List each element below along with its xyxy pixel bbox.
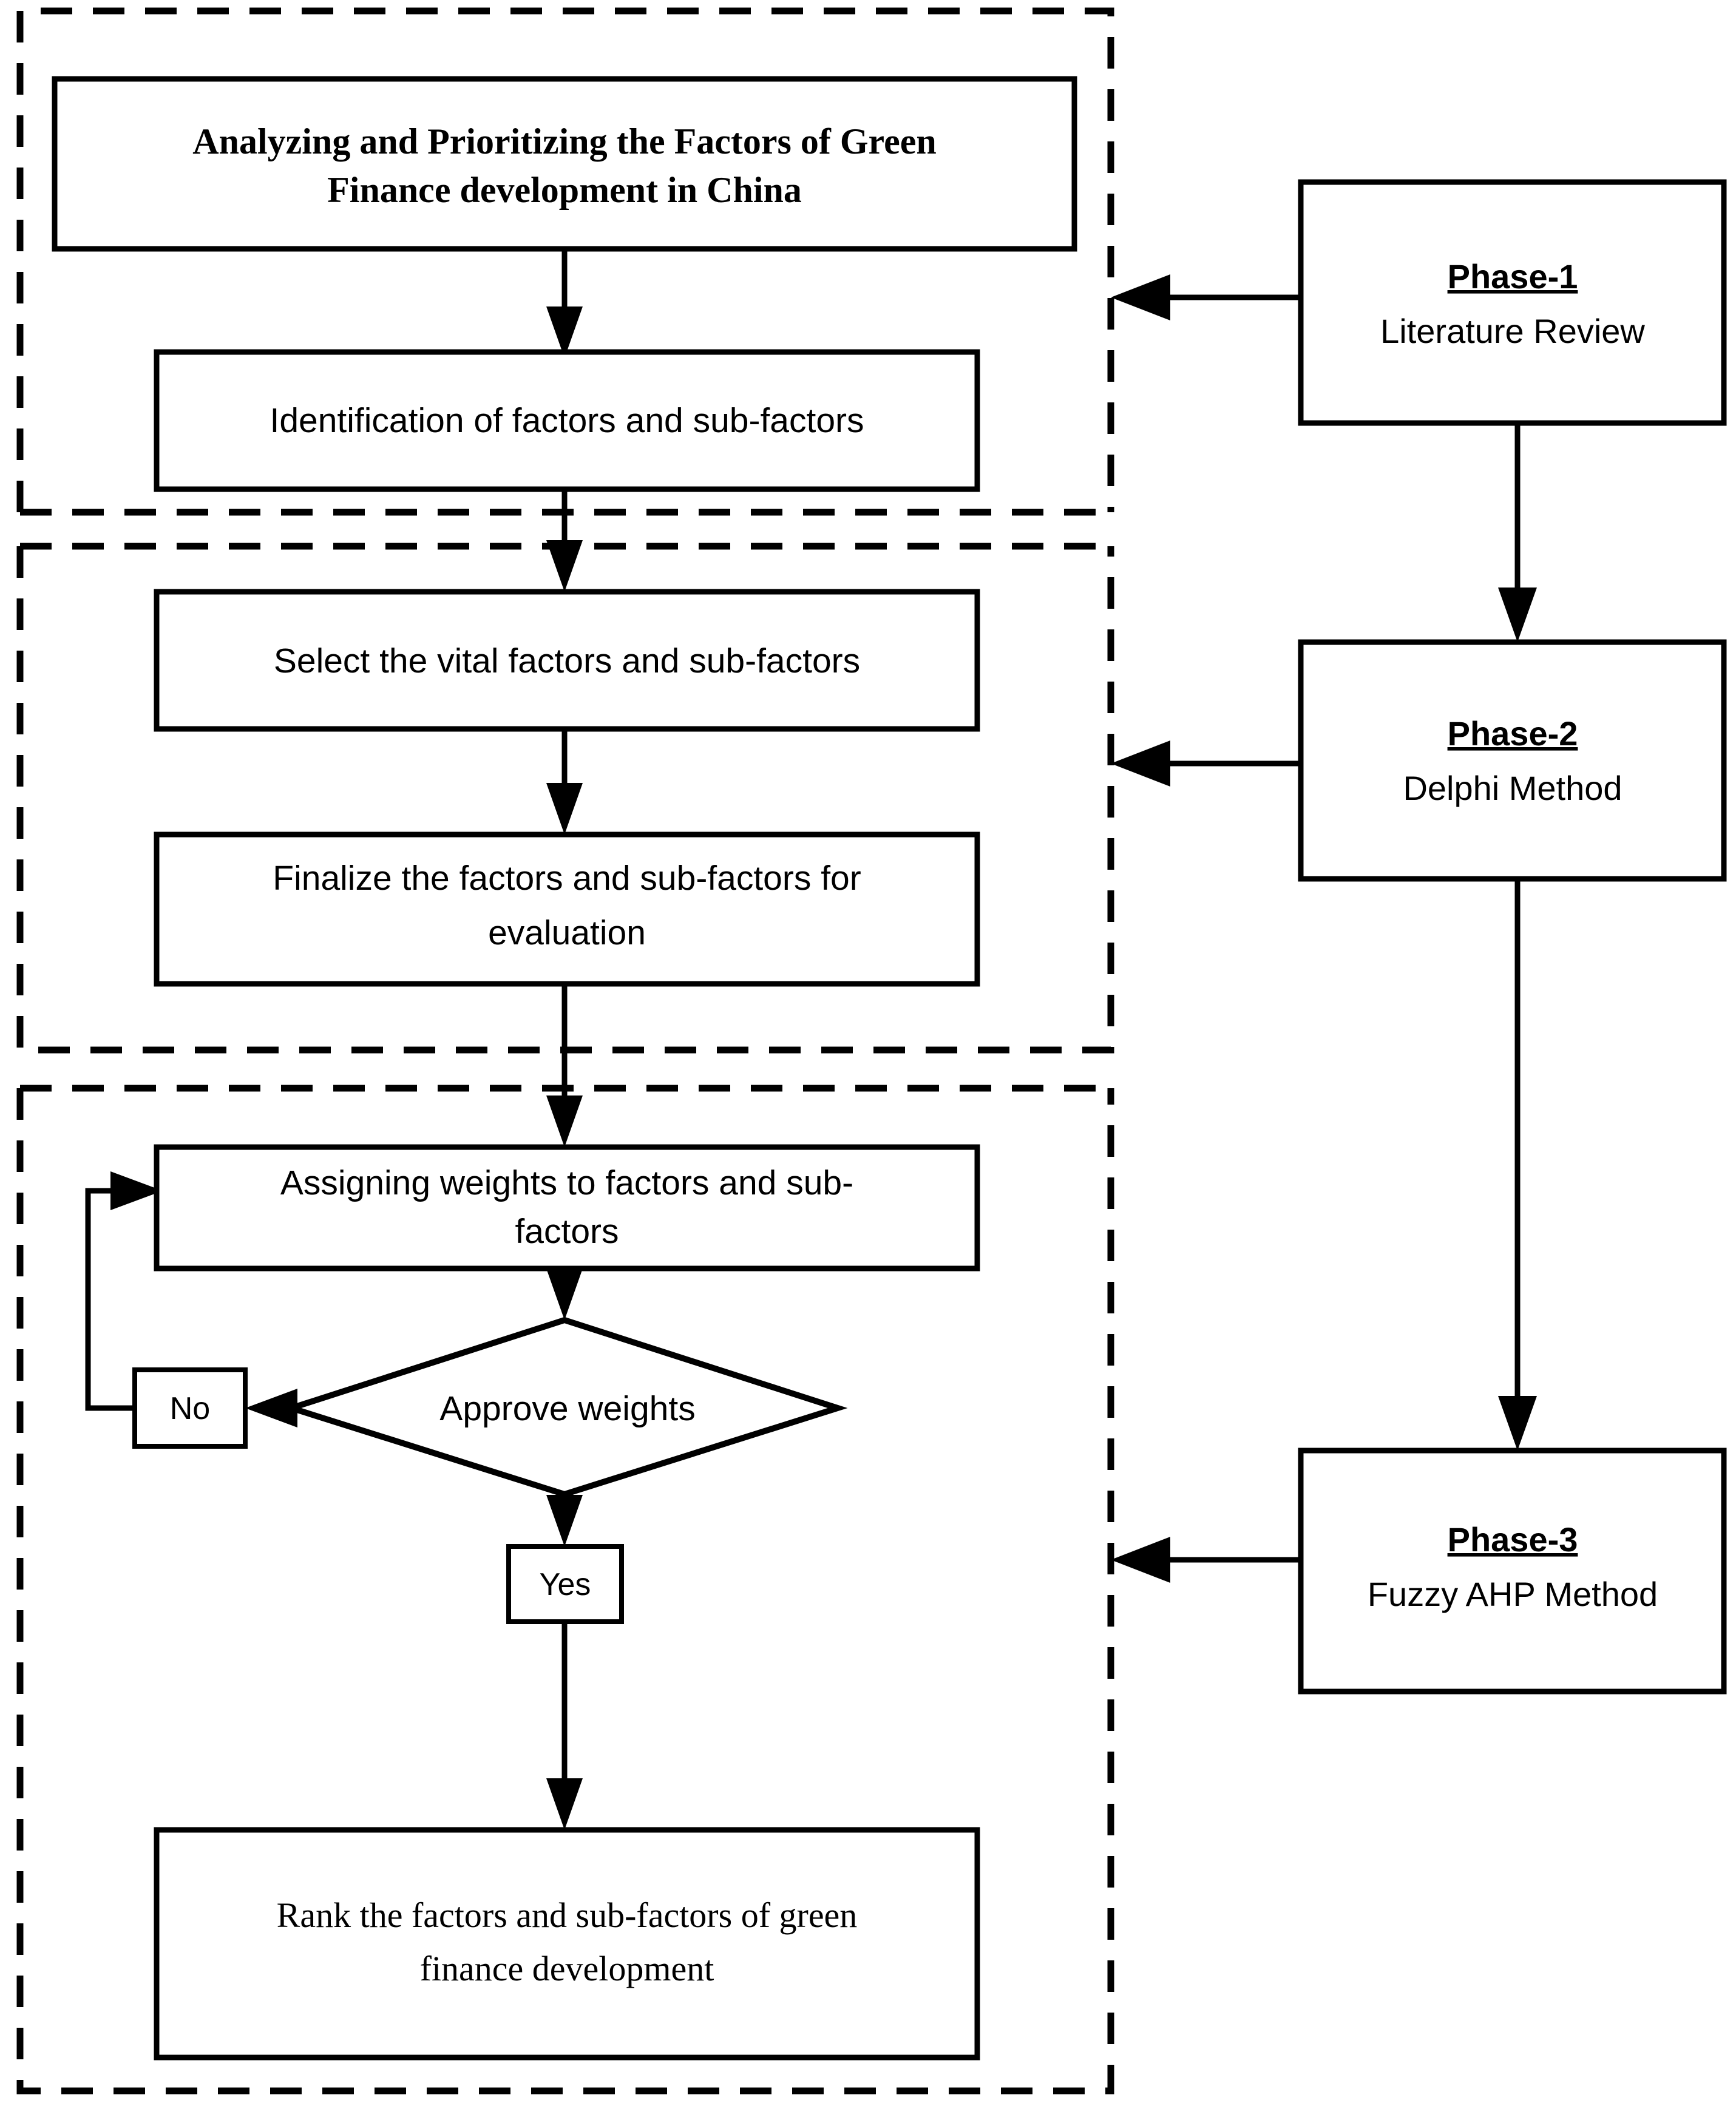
yes-box-label: Yes [540, 1567, 591, 1602]
node-rank-box[interactable]: Rank the factors and sub-factors of gree… [154, 1827, 980, 2061]
edge-phase2-to-phase3 [1498, 875, 1537, 1451]
edge-phase2-to-panel2 [1111, 740, 1301, 787]
node-no-box[interactable]: No [132, 1367, 248, 1449]
edge-decision-to-yes [546, 1494, 583, 1546]
phase-1-subtitle: Literature Review [1380, 312, 1645, 350]
phase-3-subtitle: Fuzzy AHP Method [1368, 1575, 1658, 1613]
node-finalize-box[interactable]: Finalize the factors and sub-factors for… [154, 831, 980, 987]
phase-2-subtitle: Delphi Method [1403, 769, 1622, 807]
node-select-box[interactable]: Select the vital factors and sub-factors [154, 589, 980, 732]
edge-yes-to-rank [546, 1608, 583, 1830]
identification-box-line1: Identification of factors and sub-factor… [270, 401, 864, 440]
rank-box-line2: finance development [420, 1949, 714, 1988]
select-box-line1: Select the vital factors and sub-factors [274, 642, 860, 680]
phase-3-title: Phase-3 [1448, 1520, 1578, 1559]
title-box-line1: Analyzing and Prioritizing the Factors o… [192, 121, 936, 161]
edge-identification-to-select [546, 489, 583, 592]
decision-label: Approve weights [439, 1389, 695, 1428]
finalize-box-line2: evaluation [488, 913, 646, 952]
node-yes-box[interactable]: Yes [506, 1544, 624, 1624]
phase-2-title: Phase-2 [1448, 714, 1578, 753]
node-phase-2-box[interactable]: Phase-2 Delphi Method [1298, 639, 1727, 882]
assign-box-line2: factors [515, 1212, 619, 1251]
title-box-line2: Finance development in China [327, 170, 802, 210]
edge-assign-to-decision [546, 1267, 583, 1320]
edge-finalize-to-assign [546, 983, 583, 1147]
assign-box-line1: Assigning weights to factors and sub- [280, 1163, 853, 1202]
edge-phase3-to-panel3 [1111, 1537, 1301, 1583]
node-phase-3-box[interactable]: Phase-3 Fuzzy AHP Method [1298, 1448, 1727, 1695]
edge-phase1-to-panel1 [1111, 274, 1301, 320]
edge-select-to-finalize [546, 728, 583, 835]
node-assign-weights-box[interactable]: Assigning weights to factors and sub- fa… [154, 1144, 980, 1272]
node-decision-approve-weights[interactable]: Approve weights [281, 1316, 848, 1498]
phase-1-title: Phase-1 [1448, 257, 1578, 296]
rank-box-line1: Rank the factors and sub-factors of gree… [277, 1895, 858, 1935]
node-title-box[interactable]: Analyzing and Prioritizing the Factors o… [52, 76, 1077, 252]
node-phase-1-box[interactable]: Phase-1 Literature Review [1298, 179, 1727, 426]
edge-title-to-identification [546, 249, 583, 358]
edge-no-loop-back [85, 1171, 163, 1411]
no-box-label: No [170, 1391, 210, 1426]
node-identification-box[interactable]: Identification of factors and sub-factor… [154, 349, 980, 492]
edge-phase1-to-phase2 [1498, 423, 1537, 642]
finalize-box-line1: Finalize the factors and sub-factors for [273, 859, 861, 898]
